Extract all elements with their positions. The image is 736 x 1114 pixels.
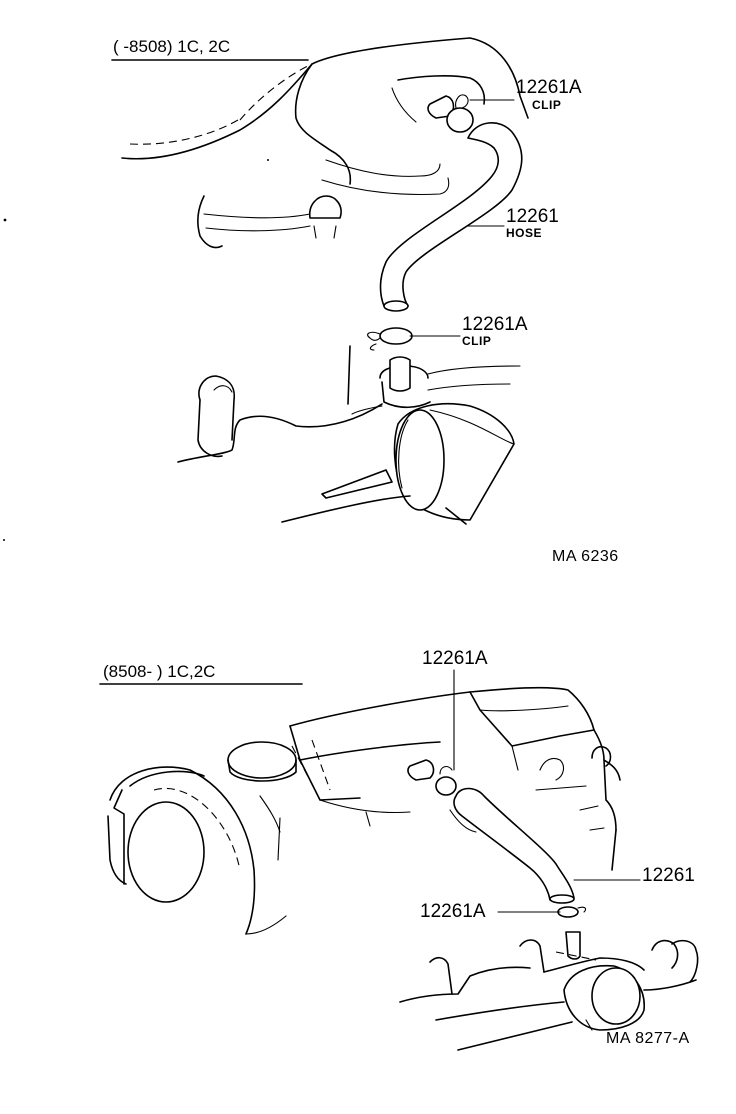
bottom-callout-clip-upper-part: 12261A (422, 648, 488, 669)
top-leaders (409, 99, 515, 337)
top-callout-clip-lower-part: 12261A (462, 314, 528, 335)
top-callout-clip-lower-name: CLIP (462, 334, 492, 348)
top-reference-code: MA 6236 (552, 548, 619, 565)
bottom-callout-hose-part: 12261 (642, 865, 695, 886)
top-callout-hose-name: HOSE (506, 226, 543, 240)
bottom-reference-code: MA 8277-A (606, 1030, 690, 1047)
bottom-callout-clip-lower-part: 12261A (420, 901, 486, 922)
bottom-title: (8508- ) 1C,2C (103, 662, 216, 681)
top-callout-clip-upper-part: 12261A (516, 77, 582, 98)
top-callout-hose-part: 12261 (506, 206, 559, 227)
bottom-leaders (453, 669, 641, 913)
top-title: ( -8508) 1C, 2C (113, 37, 231, 56)
bottom-engine-drawing (99, 683, 699, 1051)
top-callout-clip-upper-name: CLIP (532, 98, 562, 112)
top-engine-drawing (3, 37, 529, 541)
